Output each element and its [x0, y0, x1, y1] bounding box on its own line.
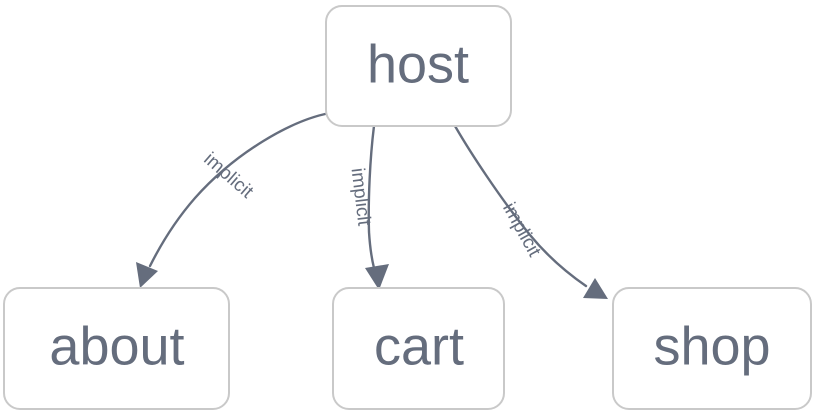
node-cart-box [332, 287, 505, 410]
node-shop-box [612, 287, 812, 410]
edge-host-shop[interactable]: implicit [453, 124, 608, 299]
node-shop-label: shop [653, 316, 770, 376]
edge-host-about-path [148, 111, 332, 268]
node-about-box [3, 287, 230, 410]
edge-host-shop-path [453, 124, 588, 288]
edge-host-about-label: implicit [200, 149, 258, 203]
edge-host-cart-arrowhead [365, 264, 389, 290]
edge-host-about-arrowhead [136, 262, 158, 288]
edge-host-about[interactable]: implicit [136, 111, 332, 288]
nodes-layer: host about cart shop [3, 5, 812, 410]
node-about[interactable]: about [3, 287, 230, 410]
node-cart[interactable]: cart [332, 287, 505, 410]
node-about-label: about [49, 316, 184, 376]
edge-host-shop-label: implicit [498, 199, 545, 261]
node-host-box [325, 5, 512, 127]
node-shop[interactable]: shop [612, 287, 812, 410]
node-host-label: host [367, 34, 469, 94]
edge-host-cart[interactable]: implicit [347, 124, 389, 290]
edge-host-cart-path [367, 124, 376, 270]
node-cart-label: cart [374, 316, 464, 376]
edges-layer: implicit implicit implicit [136, 111, 608, 299]
edge-host-shop-arrowhead [583, 278, 608, 299]
node-host[interactable]: host [325, 5, 512, 127]
